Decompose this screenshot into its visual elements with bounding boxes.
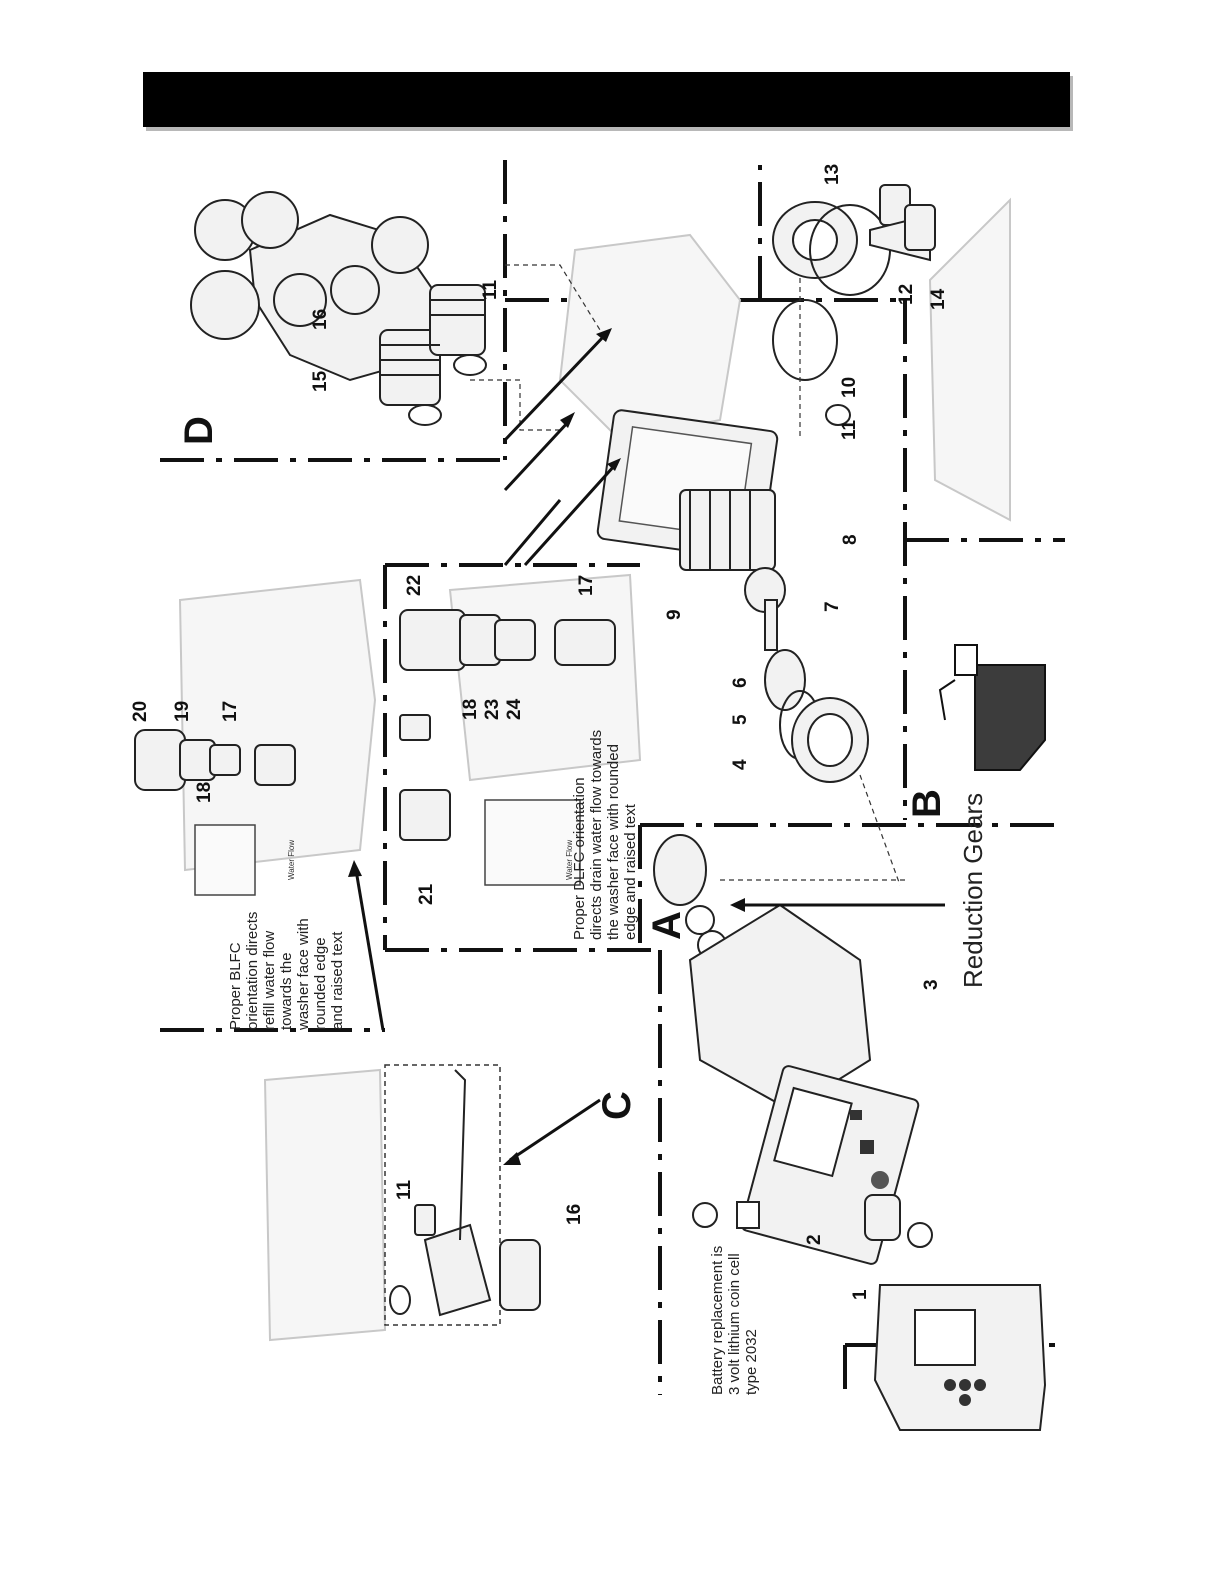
callout-18-b: 18: [460, 699, 481, 720]
callout-7: 7: [822, 601, 843, 612]
callout-3: 3: [921, 979, 942, 990]
section-blfc: Water Flow 20 19 18 17: [130, 578, 385, 1031]
callout-21: 21: [416, 883, 437, 905]
callout-13: 13: [822, 164, 843, 185]
callout-14: 14: [928, 288, 949, 310]
callout-12: 12: [896, 284, 917, 305]
callout-8: 8: [840, 534, 861, 545]
section-d-valve-body: 15 16 11: [190, 191, 501, 426]
callout-10: 10: [839, 377, 860, 398]
section-boundaries: [160, 160, 1065, 1400]
callout-2: 2: [804, 1234, 825, 1245]
section-dlfc: Water Flow 22 17 18 23 24 21: [399, 573, 642, 905]
callout-16: 16: [310, 309, 331, 330]
section-label-a: A: [645, 911, 689, 940]
section-a-drive-assembly: 3 2 Reduction Gears: [653, 793, 988, 1265]
battery-note: Battery replacement is 3 volt lithium co…: [709, 1242, 760, 1395]
dlfc-note: Proper DLFC orientation directs drain wa…: [571, 726, 639, 940]
controller-cover: 1: [850, 1284, 1047, 1431]
callout-20: 20: [130, 701, 151, 722]
callout-11-c: 11: [394, 1179, 415, 1200]
callout-9: 9: [664, 609, 685, 620]
water-flow-label-1: Water Flow: [287, 840, 296, 880]
svg-text:Proper DLFC orientation: Proper DLFC orientation directs drain wa…: [571, 726, 639, 940]
callout-4: 4: [730, 759, 751, 770]
section-center-piston-assembly: 8 9 7 6 5 4 10 11: [470, 233, 901, 886]
water-flow-label-2: Water Flow: [565, 840, 574, 880]
callout-1: 1: [850, 1289, 871, 1300]
callout-19: 19: [172, 701, 193, 722]
callout-17-b: 17: [576, 575, 597, 596]
callout-18-a: 18: [194, 782, 215, 803]
callout-24: 24: [504, 698, 525, 720]
battery-coin-icon: [692, 1202, 718, 1228]
section-label-d: D: [177, 416, 221, 445]
power-adapter-icon: [974, 664, 1046, 771]
callout-11-mid: 11: [839, 419, 860, 440]
section-c-brine-parts: 11 16: [263, 1064, 601, 1342]
reduction-gears-label: Reduction Gears: [958, 793, 988, 988]
section-b-transformer: [938, 644, 1046, 771]
svg-text:Battery replacement is 3: Battery replacement is 3 volt lithium co…: [709, 1242, 760, 1395]
callout-16-c: 16: [564, 1204, 585, 1225]
callout-22: 22: [404, 575, 425, 596]
callout-11-top: 11: [480, 279, 501, 300]
section-injector-parts: 13 12 14: [772, 164, 1011, 522]
callout-15: 15: [310, 370, 331, 392]
callout-6: 6: [730, 677, 751, 688]
section-label-b: B: [905, 789, 949, 818]
blfc-note: Proper BLFC orientation directs refill w…: [227, 907, 346, 1031]
callout-23: 23: [482, 699, 503, 720]
svg-text:Proper BLFC orientation: Proper BLFC orientation directs refill w…: [227, 907, 346, 1031]
callout-5: 5: [730, 714, 751, 725]
title-bar: [143, 72, 1070, 127]
callout-17-a: 17: [220, 701, 241, 722]
section-label-c: C: [595, 1091, 639, 1120]
